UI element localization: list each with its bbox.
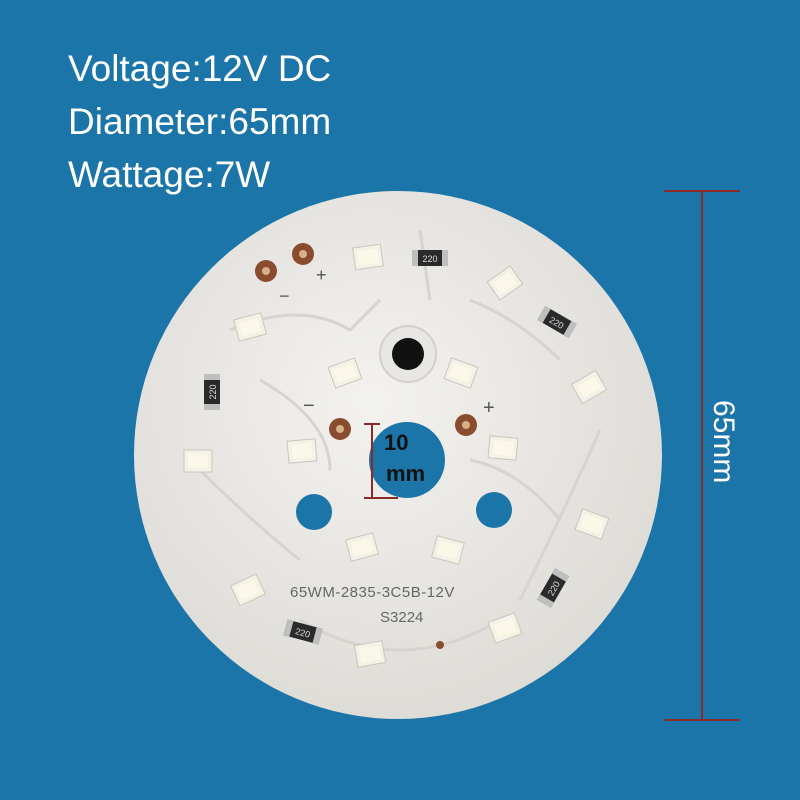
led	[353, 640, 387, 668]
resistor: 220	[283, 619, 323, 645]
hole-dimension-value: 10	[384, 430, 408, 455]
right-screw-hole	[476, 492, 512, 528]
svg-text:220: 220	[294, 626, 311, 640]
led	[486, 265, 524, 301]
center-wire-hole	[369, 422, 445, 498]
led	[345, 532, 379, 562]
led	[183, 449, 213, 473]
resistor: 220	[204, 374, 220, 410]
center-mount-hole-inner	[392, 338, 424, 370]
led	[570, 369, 608, 405]
led	[574, 508, 610, 540]
plus-mark-center: +	[483, 397, 495, 419]
led-array	[183, 243, 610, 668]
led	[487, 612, 523, 644]
minus-mark-center: −	[303, 395, 315, 417]
resistor: 220	[537, 568, 569, 608]
led	[233, 312, 267, 342]
spec-list: Voltage:12V DC Diameter:65mm Wattage:7W	[68, 42, 331, 201]
model-silkscreen: 65WM-2835-3C5B-12V	[290, 584, 455, 601]
led	[487, 435, 519, 461]
wattage-spec: Wattage:7W	[68, 154, 271, 195]
led	[352, 243, 384, 271]
resistor: 220	[537, 306, 577, 338]
minus-mark-top: −	[279, 286, 290, 306]
led	[286, 438, 318, 464]
diameter-spec: Diameter:65mm	[68, 101, 332, 142]
batch-silkscreen: S3224	[380, 609, 423, 626]
led	[431, 535, 465, 565]
left-screw-hole	[296, 494, 332, 530]
resistor: 220	[412, 250, 448, 266]
plus-mark-top: +	[316, 265, 327, 285]
led	[229, 573, 267, 607]
solder-pads	[255, 243, 477, 649]
svg-text:220: 220	[422, 254, 437, 264]
outer-dimension	[664, 190, 740, 721]
voltage-spec: Voltage:12V DC	[68, 48, 332, 89]
hole-dimension-unit: mm	[386, 461, 425, 486]
hole-dimension	[364, 423, 398, 499]
led	[327, 357, 363, 389]
svg-text:220: 220	[208, 384, 218, 399]
led	[443, 357, 479, 389]
pcb-traces	[198, 229, 602, 652]
outer-dimension-label: 65mm	[707, 400, 740, 483]
